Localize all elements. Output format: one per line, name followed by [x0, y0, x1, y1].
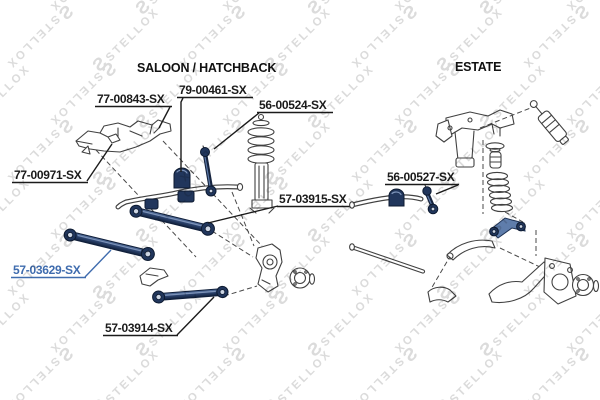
lower-lateral-arm-part — [152, 285, 229, 304]
part-label-77-00971[interactable]: 77-00971-SX — [12, 143, 113, 184]
leader-line — [435, 184, 459, 195]
estate-bracket-drawing — [435, 109, 515, 168]
part-label-57-03629-highlighted[interactable]: 57-03629-SX — [11, 249, 112, 279]
saloon-section: SALOON / HATCHBACK — [11, 61, 352, 337]
dashed-guide — [223, 285, 258, 297]
estate-stabilizer-bar-drawing — [349, 194, 424, 209]
part-number-text[interactable]: 56-00527-SX — [387, 170, 455, 184]
stabilizer-bushing-part — [144, 167, 195, 210]
hub-drawing — [289, 267, 316, 289]
part-label-56-00527[interactable]: 56-00527-SX — [385, 170, 459, 195]
estate-drop-link-part — [422, 184, 439, 215]
part-number-text[interactable]: 79-00461-SX — [179, 83, 247, 97]
estate-tie-rod-drawing — [349, 243, 426, 274]
strut-drawing — [247, 113, 275, 214]
part-label-57-03914[interactable]: 57-03914-SX — [103, 296, 215, 337]
estate-trailing-arm-drawing — [427, 257, 577, 305]
dashed-guide — [479, 106, 534, 129]
part-label-77-00843[interactable]: 77-00843-SX — [95, 92, 172, 129]
part-number-text[interactable]: 56-00524-SX — [259, 98, 327, 112]
estate-upper-arm-drawing — [446, 239, 496, 261]
part-number-text[interactable]: 77-00843-SX — [97, 92, 165, 106]
section-title-estate: ESTATE — [455, 60, 501, 74]
spring-parts-drawing — [485, 142, 514, 213]
leader-line — [213, 112, 260, 150]
part-number-text[interactable]: 57-03914-SX — [105, 321, 173, 335]
estate-hub-drawing — [571, 273, 600, 297]
front-lateral-arm-part — [63, 228, 155, 261]
subframe-drawing — [75, 119, 172, 155]
dashed-guide — [499, 247, 541, 268]
section-title-saloon: SALOON / HATCHBACK — [137, 61, 276, 75]
estate-section: ESTATE — [349, 60, 600, 305]
drop-link-part — [200, 145, 217, 197]
dashed-guide — [211, 230, 254, 258]
bracket-drawing — [139, 267, 169, 287]
part-label-79-00461[interactable]: 79-00461-SX — [177, 83, 253, 172]
part-label-57-03915[interactable]: 57-03915-SX — [207, 192, 352, 224]
part-number-text[interactable]: 57-03915-SX — [279, 192, 347, 206]
dashed-guide — [231, 191, 255, 247]
shock-absorber-drawing — [529, 100, 569, 145]
part-label-56-00524[interactable]: 56-00524-SX — [213, 98, 333, 150]
leader-line — [180, 97, 184, 172]
leader-line — [84, 249, 112, 278]
estate-stabilizer-bushing-part — [388, 188, 405, 207]
dashed-guide — [504, 211, 524, 223]
part-number-text[interactable]: 77-00971-SX — [14, 168, 82, 182]
upper-lateral-arm-part — [129, 204, 215, 236]
leader-line — [207, 205, 279, 224]
leader-line — [158, 106, 171, 129]
estate-toe-link-part — [489, 217, 526, 239]
knuckle-drawing — [255, 243, 283, 293]
leader-line — [86, 143, 113, 182]
leader-line — [176, 296, 215, 336]
part-number-text[interactable]: 57-03629-SX — [13, 263, 81, 277]
